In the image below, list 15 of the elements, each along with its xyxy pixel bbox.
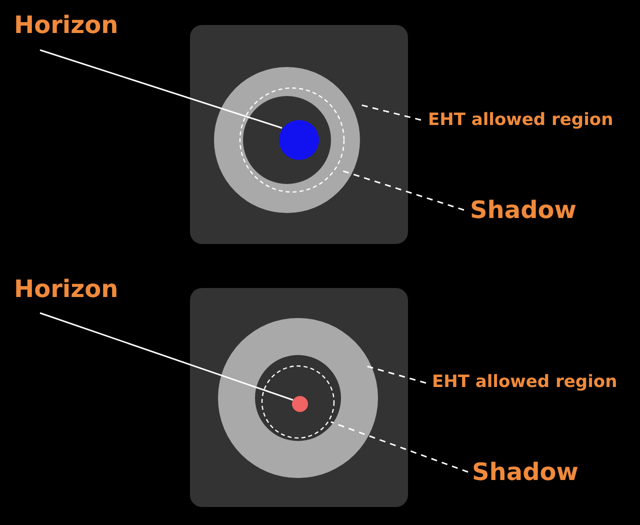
shadow-circle — [261, 365, 335, 439]
shadow-circle — [239, 87, 345, 193]
leader-line — [366, 365, 426, 384]
leader-line — [330, 421, 468, 473]
horizon-disk — [279, 120, 319, 160]
callout-label: EHT allowed region — [428, 111, 614, 130]
leader-line — [40, 49, 282, 129]
callout-label: Shadow — [470, 197, 576, 224]
leader-line — [342, 170, 464, 211]
callout-label: Shadow — [472, 459, 578, 486]
callout-label: Horizon — [14, 276, 118, 302]
horizon-disk — [292, 396, 308, 412]
callout-label: EHT allowed region — [432, 373, 618, 392]
leader-line — [40, 312, 294, 401]
callout-label: Horizon — [14, 12, 118, 38]
